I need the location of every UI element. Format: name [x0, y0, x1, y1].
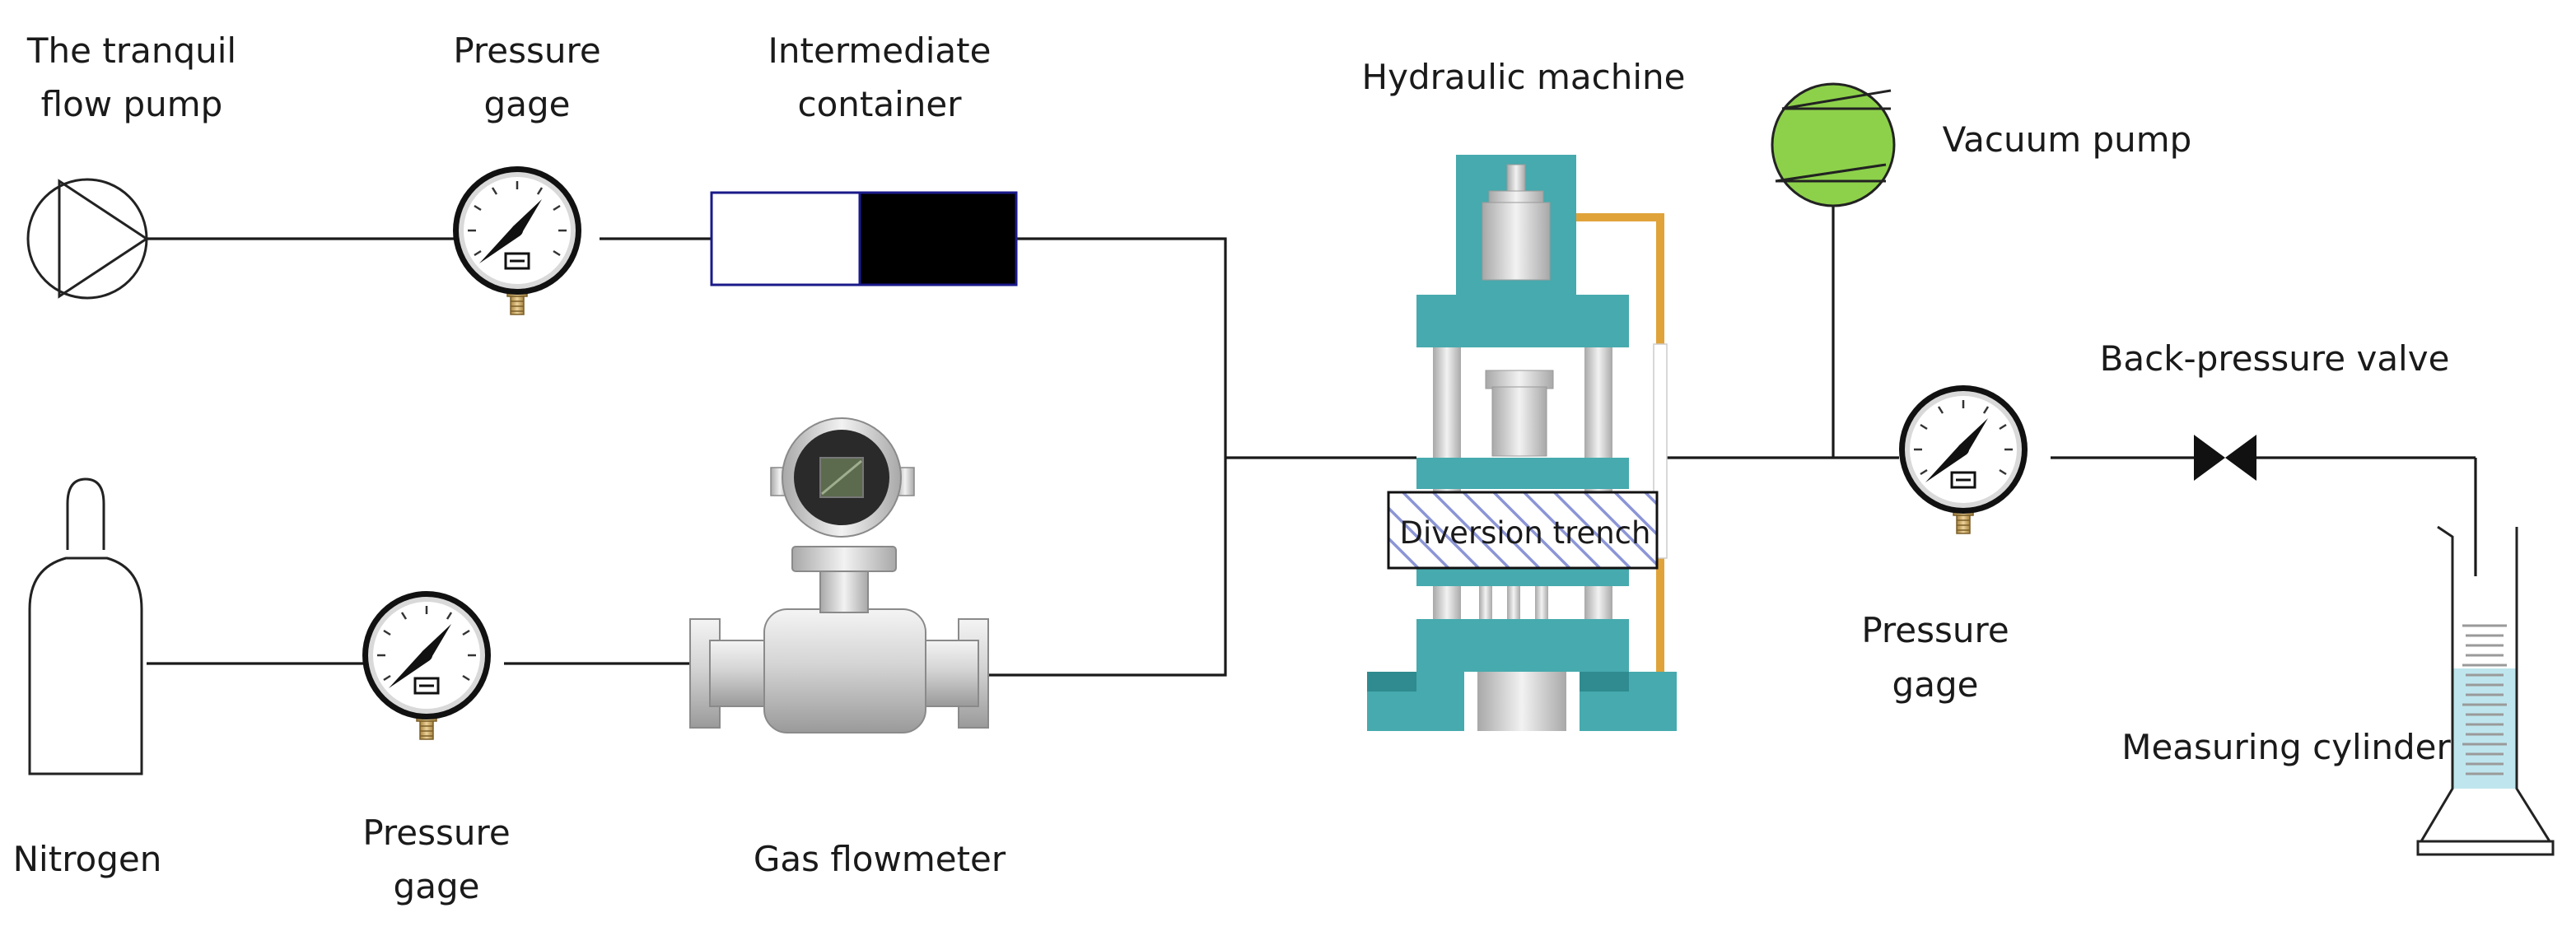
gage-bottom-label-line2: gage: [394, 866, 480, 906]
intermediate-container: [710, 191, 1018, 286]
gage-top-label-line1: Pressure: [453, 30, 600, 71]
diversion-trench: [1387, 491, 1659, 570]
diversion-trench-label: Diversion trench: [1400, 515, 1651, 551]
vacuum-pump-label: Vacuum pump: [1943, 119, 2192, 160]
gage-right-label-line1: Pressure: [1861, 610, 2009, 650]
nitrogen-cylinder: [28, 477, 143, 775]
hydraulic-machine-label: Hydraulic machine: [1362, 57, 1686, 97]
pressure-gage-right: [1897, 384, 2029, 535]
piping: [147, 206, 2477, 677]
pressure-gage-bottom: [361, 589, 492, 741]
nitrogen-label: Nitrogen: [13, 839, 162, 879]
flow-pump-label-line2: flow pump: [41, 84, 223, 124]
flow-pump-label-line1: The tranquil: [26, 30, 236, 71]
gage-bottom-label-line1: Pressure: [362, 813, 510, 853]
tranquil-flow-pump: [26, 178, 149, 300]
back-pressure-valve: [2194, 435, 2256, 481]
intermediate-container-label-line1: Intermediate: [768, 30, 992, 71]
gas-flowmeter: [689, 417, 989, 733]
gage-right-label-line2: gage: [1892, 664, 1979, 705]
gage-top-label-line2: gage: [484, 84, 571, 124]
vacuum-pump: [1771, 82, 1896, 207]
measuring-cylinder: [2416, 525, 2555, 856]
hydraulic-machine: [1367, 155, 1677, 731]
gas-flowmeter-label: Gas flowmeter: [754, 839, 1006, 879]
pressure-gage-top: [451, 165, 583, 316]
measuring-cylinder-label: Measuring cylinder: [2121, 727, 2451, 767]
back-pressure-valve-label: Back-pressure valve: [2100, 338, 2450, 379]
intermediate-container-label-line2: container: [797, 84, 962, 124]
